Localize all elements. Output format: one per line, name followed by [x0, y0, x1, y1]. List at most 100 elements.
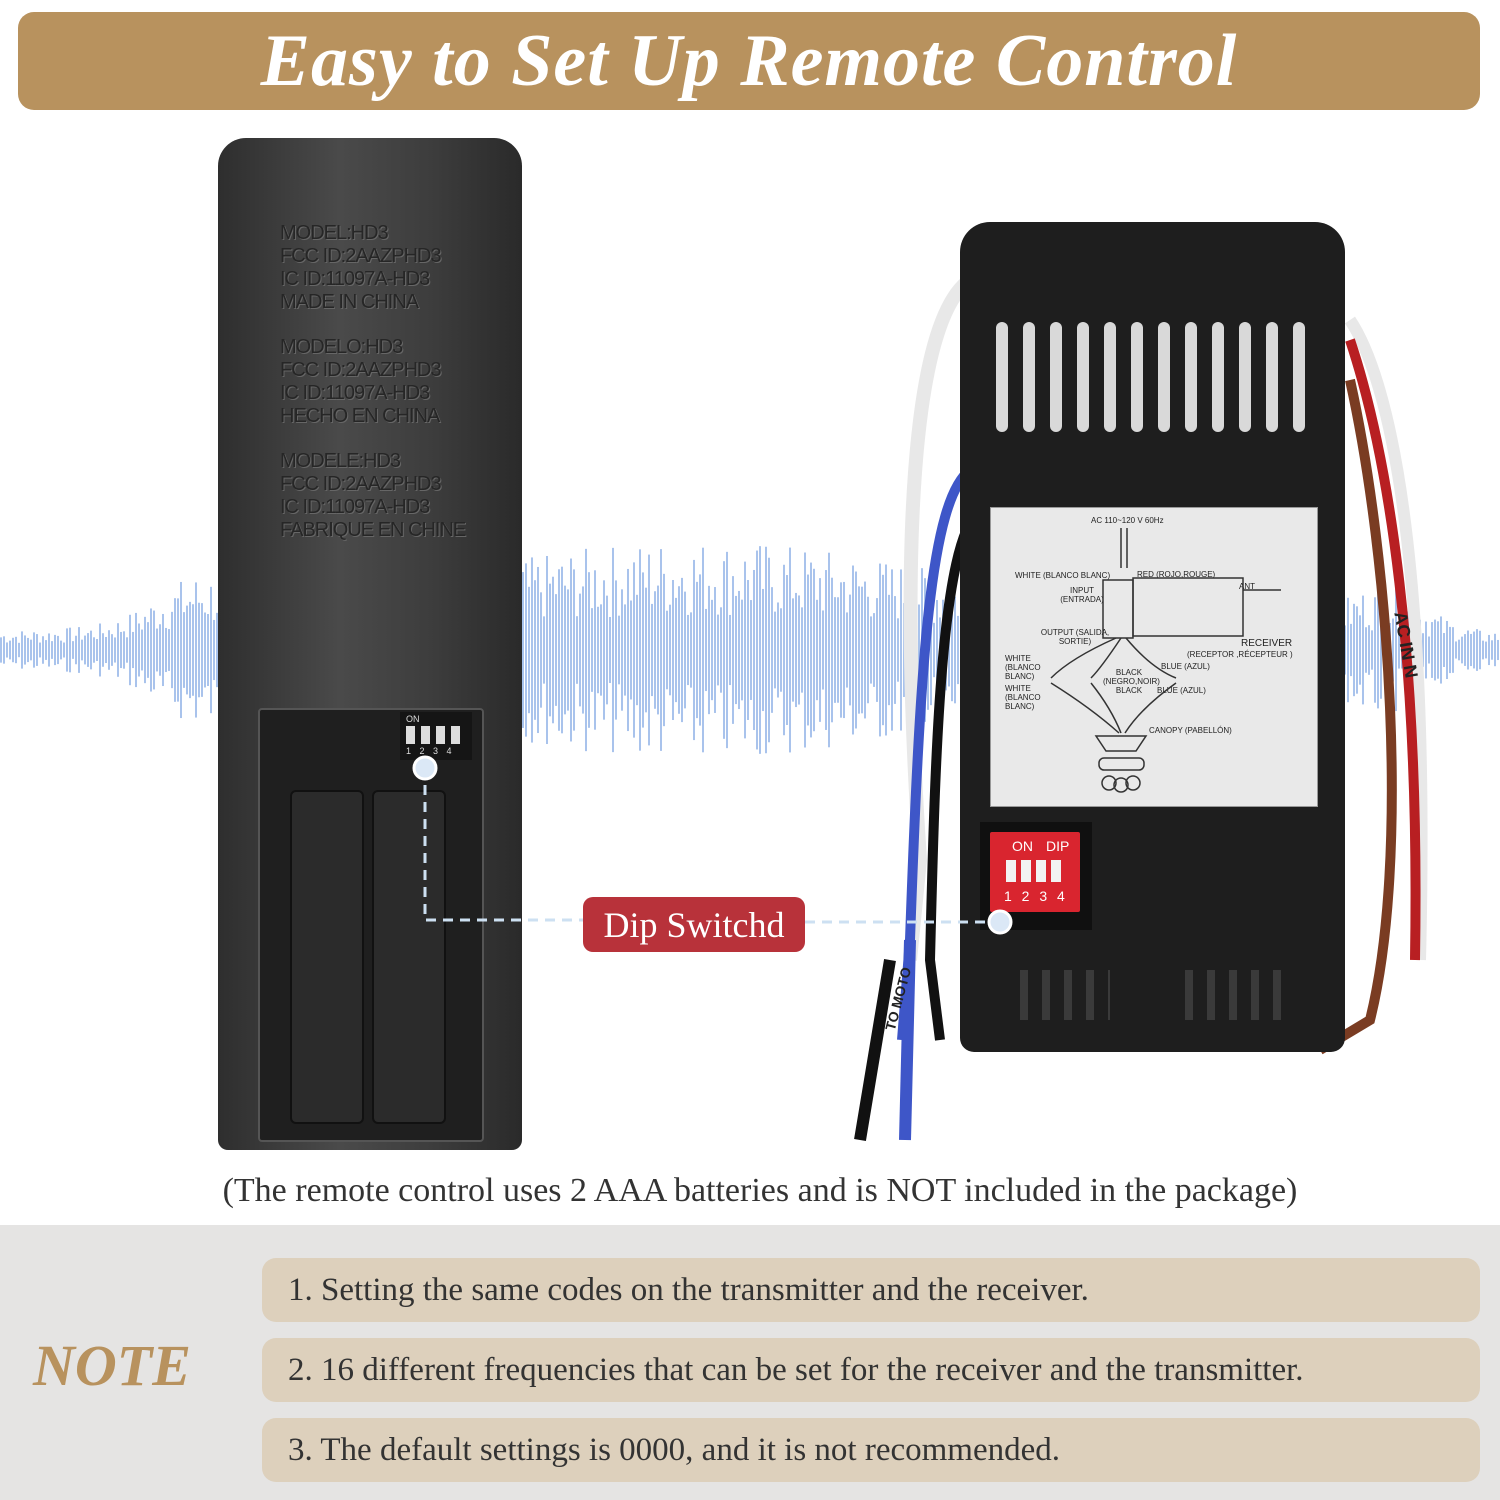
wave-bar [891, 569, 893, 731]
wave-bar [786, 575, 788, 725]
wave-bar [897, 618, 899, 682]
embossed-line: FCC ID:2AAZPHD3 [280, 359, 442, 381]
wave-bar [1440, 616, 1442, 684]
wave-bar [201, 603, 203, 697]
embossed-line: FCC ID:2AAZPHD3 [280, 473, 442, 495]
vent-slot [1266, 322, 1278, 432]
wave-bar [732, 576, 734, 724]
wave-bar [795, 592, 797, 708]
battery-slot [290, 790, 364, 1124]
wave-bar [1476, 629, 1478, 671]
receiver-wires [854, 274, 1428, 1141]
dip-numbers: 1 2 3 4 [1004, 888, 1068, 904]
wave-bar [825, 570, 827, 730]
label-output: OUTPUT (SALIDA, SORTIE) [1040, 628, 1110, 646]
wave-bar [210, 586, 212, 714]
wave-bar [1479, 630, 1481, 670]
vent-slot [1185, 322, 1197, 432]
wave-bar [42, 636, 44, 664]
wave-bar [534, 580, 536, 720]
wave-bar [6, 642, 8, 658]
wave-bar [84, 635, 86, 665]
embossed-line: MODELO:HD3 [280, 336, 403, 358]
wave-bar [165, 627, 167, 673]
bottom-vents [1020, 970, 1110, 1020]
wave-bar [147, 622, 149, 678]
bottom-vents [1185, 970, 1285, 1020]
wave-bar [840, 582, 842, 718]
wave-bar [744, 561, 746, 739]
wave-bar [159, 624, 161, 676]
wave-bar [867, 596, 869, 704]
wave-bar [1398, 631, 1400, 669]
wave-bar [192, 604, 194, 696]
wave-bar [684, 591, 686, 709]
wave-bar [606, 595, 608, 705]
remote-dip-switch[interactable]: ON 1 2 3 4 [400, 712, 472, 760]
wave-bar [150, 608, 152, 692]
wave-bar [666, 610, 668, 690]
wave-bar [771, 587, 773, 713]
wave-bar [1347, 597, 1349, 703]
wave-bar [21, 631, 23, 669]
label-receiver-sub: (RECEPTOR ,RÉCEPTEUR ) [1187, 650, 1293, 659]
wave-bar [207, 614, 209, 686]
wave-bar [591, 608, 593, 692]
wave-bar [765, 546, 767, 754]
wave-bar [1359, 615, 1361, 685]
wave-bar [783, 564, 785, 736]
wave-bar [60, 640, 62, 660]
wave-bar [615, 580, 617, 720]
wave-bar [780, 608, 782, 692]
label-input: INPUT (ENTRADA) [1060, 586, 1104, 604]
wave-bar [132, 631, 134, 669]
label-ant: ANT [1239, 582, 1255, 591]
wave-bar [99, 623, 101, 677]
wave-bar [1464, 634, 1466, 666]
wave-bar [612, 547, 614, 753]
wave-bar [1428, 636, 1430, 664]
wave-bar [93, 637, 95, 663]
wave-bar [39, 642, 41, 658]
wave-bar [729, 614, 731, 686]
note-heading: NOTE [33, 1333, 191, 1398]
wave-bar [90, 630, 92, 670]
label-white-out: WHITE (BLANCO BLANC) [1005, 654, 1041, 681]
wave-bar [750, 600, 752, 700]
wave-bar [705, 608, 707, 692]
wave-bar [1485, 641, 1487, 659]
wave-bar [558, 569, 560, 731]
wave-bar [198, 602, 200, 698]
wave-bar [15, 636, 17, 664]
wave-bar [1452, 627, 1454, 673]
wave-bar [546, 555, 548, 745]
wave-bar [693, 559, 695, 741]
wave-bar [930, 594, 932, 706]
dip-switch-keys [1006, 860, 1062, 882]
wave-bar [822, 610, 824, 690]
vent-slot [1104, 322, 1116, 432]
wave-bar [153, 610, 155, 690]
wave-bar [189, 601, 191, 699]
wave-bar [792, 598, 794, 702]
wave-bar [846, 612, 848, 688]
wave-bar [552, 576, 554, 724]
wave-bar [108, 630, 110, 670]
wave-bar [828, 552, 830, 748]
wave-bar [594, 570, 596, 730]
wave-bar [804, 552, 806, 748]
wave-bar [573, 569, 575, 731]
wave-bar [1434, 619, 1436, 681]
title-banner: Easy to Set Up Remote Control [18, 12, 1480, 110]
wave-bar [51, 641, 53, 659]
label-white-out: WHITE (BLANCO BLANC) [1005, 684, 1041, 711]
wiring-diagram-label: AC 110~120 V 60Hz WHITE (BLANCO BLANC) R… [990, 507, 1318, 807]
wave-bar [723, 561, 725, 739]
wave-bar [204, 612, 206, 688]
callout-lines [412, 755, 1013, 935]
wave-bar [741, 599, 743, 701]
vent-slot [1239, 322, 1251, 432]
wave-bar [75, 635, 77, 665]
wave-bar [579, 593, 581, 707]
